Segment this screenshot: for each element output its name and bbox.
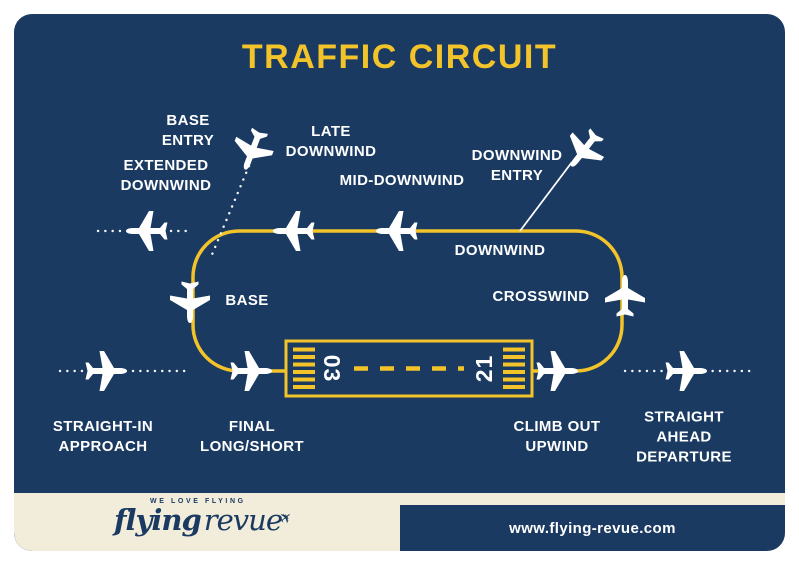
label-downwind-entry: DOWNWIND ENTRY bbox=[471, 147, 563, 184]
label-mid-downwind: MID-DOWNWIND bbox=[339, 172, 465, 190]
label-base: BASE bbox=[225, 292, 269, 310]
airplane-icon-departure bbox=[665, 351, 707, 391]
runway-number-03: 03 bbox=[319, 355, 345, 383]
airplane-icon-climb-out bbox=[536, 351, 578, 391]
label-straight-ahead: STRAIGHT AHEAD DEPARTURE bbox=[636, 408, 732, 465]
airplane-icon-base-entry bbox=[226, 123, 279, 177]
poster-card: TRAFFIC CIRCUIT bbox=[14, 14, 785, 551]
runway-threshold-left bbox=[293, 347, 315, 389]
brand-word-revue: revue bbox=[203, 503, 283, 537]
website-url: www.flying-revue.com bbox=[509, 519, 676, 537]
label-extended-downwind: EXTENDED DOWNWIND bbox=[120, 157, 212, 194]
runway: 03 21 bbox=[284, 339, 534, 398]
dotted-line-base-entry bbox=[209, 164, 251, 259]
circuit-diagram: 03 21 bbox=[58, 121, 758, 398]
airplane-icon-final bbox=[230, 351, 272, 391]
airplane-icon-downwind-entry bbox=[555, 121, 613, 179]
brand-word-flying: flying bbox=[114, 503, 202, 537]
label-straight-in: STRAIGHT-IN APPROACH bbox=[52, 418, 154, 455]
label-downwind: DOWNWIND bbox=[454, 242, 546, 260]
airplane-icon-straight-in bbox=[85, 351, 127, 391]
label-crosswind: CROSSWIND bbox=[492, 288, 590, 306]
line-downwind-entry bbox=[519, 161, 573, 232]
label-final: FINAL LONG/SHORT bbox=[200, 418, 304, 455]
page-title: TRAFFIC CIRCUIT bbox=[241, 38, 558, 76]
label-climb-out: CLIMB OUT UPWIND bbox=[513, 418, 601, 455]
label-late-downwind: LATE DOWNWIND bbox=[285, 123, 377, 160]
airplane-icon-crosswind bbox=[605, 275, 645, 317]
runway-number-21: 21 bbox=[471, 355, 497, 383]
brand-tagline: WE LOVE FLYING bbox=[150, 498, 246, 505]
runway-threshold-right bbox=[503, 347, 525, 389]
airplane-icon-base bbox=[170, 281, 210, 323]
airplane-icon-late-downwind bbox=[273, 211, 315, 251]
label-base-entry: BASE ENTRY bbox=[161, 112, 215, 149]
airplane-icon-mid-downwind bbox=[376, 211, 418, 251]
website-band: www.flying-revue.com bbox=[400, 505, 785, 551]
airplane-icon-extended-downwind bbox=[126, 211, 168, 251]
